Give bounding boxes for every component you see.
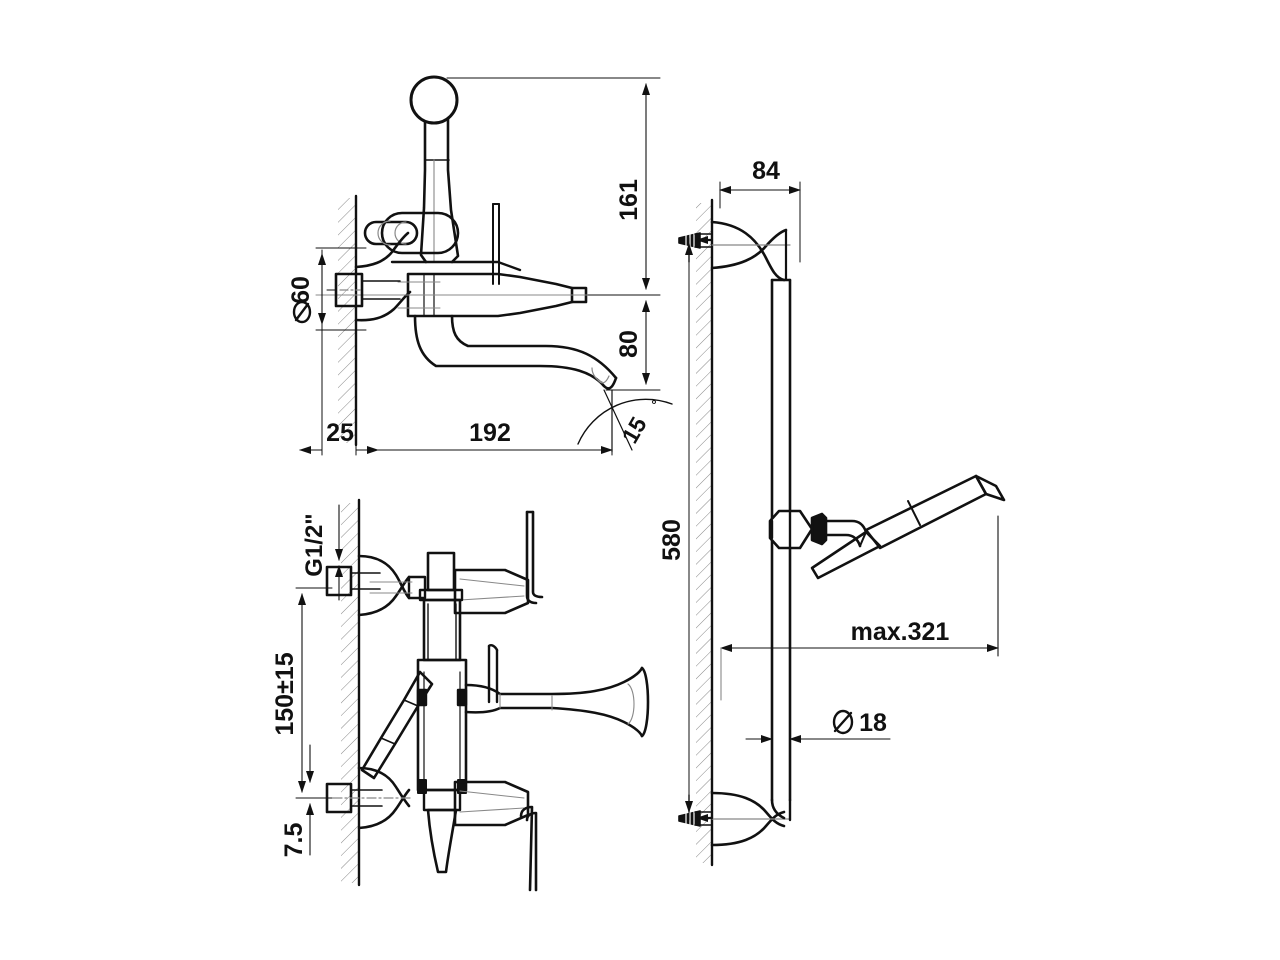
dimension-150-plusminus-15: 150±15 xyxy=(271,587,333,799)
dimension-25: 25 xyxy=(299,249,379,456)
mixer-lever-handle-bottom-left xyxy=(464,644,650,738)
dimension-diameter-60: 60 xyxy=(287,247,367,331)
dimension-diameter-18: 18 xyxy=(745,709,891,743)
wall-section-top-left xyxy=(338,194,358,447)
dimension-25-label: 25 xyxy=(326,419,354,447)
wall-anchor-lower-icon xyxy=(678,794,714,827)
dimension-angle-15-label: 15 xyxy=(616,412,651,447)
dimension-max-321-label: max.321 xyxy=(851,618,950,646)
mixer-body-top-left xyxy=(315,203,641,322)
rail-bracket-lower xyxy=(710,791,792,847)
dimension-7-5: 7.5 xyxy=(280,744,314,858)
degree-symbol-icon: ° xyxy=(651,397,656,412)
diameter-symbol-icon-18 xyxy=(832,709,854,735)
spout-top-left xyxy=(413,314,618,390)
dimension-max-321: max.321 xyxy=(720,515,999,701)
dimension-80: 80 xyxy=(605,300,661,391)
dimension-161-label: 161 xyxy=(615,179,643,221)
dimension-192: 192 xyxy=(377,389,613,456)
wall-connector-top-left xyxy=(326,272,401,308)
diameter-symbol-icon-60 xyxy=(292,300,312,324)
dimension-84: 84 xyxy=(719,157,801,263)
dimension-diameter-60-label: 60 xyxy=(287,276,315,304)
cartridge-column xyxy=(416,551,468,874)
dimension-192-label: 192 xyxy=(469,419,511,447)
dimension-7-5-label: 7.5 xyxy=(280,823,308,858)
upper-escutcheon xyxy=(325,510,544,617)
dimension-84-label: 84 xyxy=(752,157,780,185)
dimension-thread-g12: G1/2" xyxy=(301,504,343,601)
wall-section-right xyxy=(696,198,714,867)
lower-escutcheon xyxy=(325,766,538,892)
rail-bracket-upper xyxy=(710,220,791,282)
view-bottom-left-diverter-mixer: G1/2" 150±15 7.5 xyxy=(271,498,650,892)
diverter-pull-rod xyxy=(360,670,434,780)
wall-section-bottom-left xyxy=(341,498,361,887)
dimension-150-label: 150±15 xyxy=(271,652,299,735)
dimension-diameter-18-label: 18 xyxy=(859,709,887,737)
dimension-580: 580 xyxy=(658,237,690,821)
dimension-angle-15: 15 ° xyxy=(577,389,673,453)
dimension-80-label: 80 xyxy=(615,330,643,358)
mixer-lever-top-left xyxy=(363,75,460,264)
view-top-left-bath-mixer: 161 80 60 25 xyxy=(287,75,673,456)
handshower-assembly xyxy=(768,474,1006,580)
dimension-580-label: 580 xyxy=(658,519,686,561)
view-right-shower-rail: 84 580 max.321 18 xyxy=(658,157,1006,867)
dimension-161: 161 xyxy=(446,77,661,296)
dimension-thread-g12-label: G1/2" xyxy=(301,513,328,576)
